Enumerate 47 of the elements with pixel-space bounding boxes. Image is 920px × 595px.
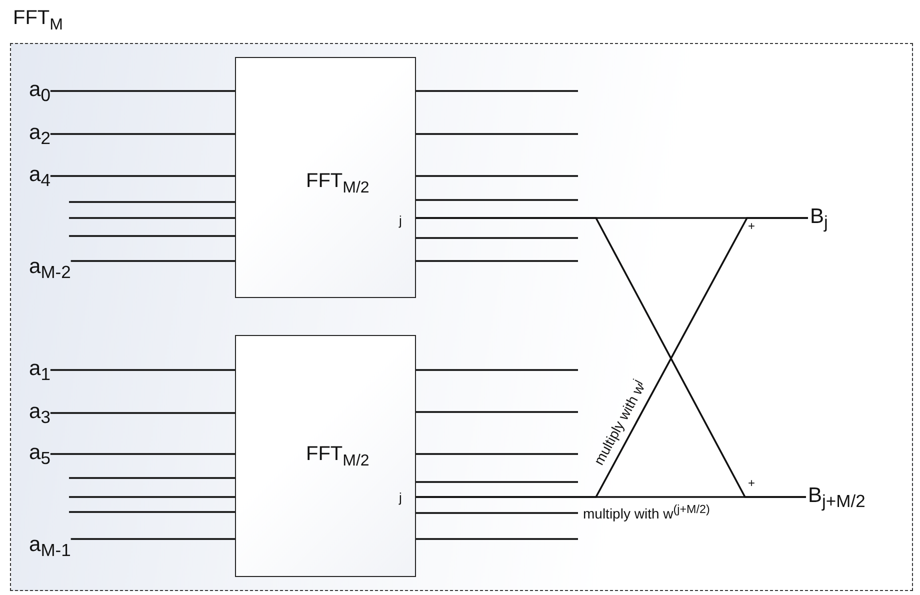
signal-line bbox=[69, 477, 235, 479]
input-label: a$_{3}$ bbox=[29, 401, 50, 427]
output-index: j bbox=[399, 491, 402, 504]
input-label: a$_{M-2}$ bbox=[29, 256, 71, 282]
signal-line bbox=[416, 237, 578, 239]
signal-line bbox=[50, 412, 235, 414]
signal-line bbox=[50, 90, 235, 92]
input-label: a$_{4}$ bbox=[29, 164, 50, 190]
signal-line bbox=[416, 199, 578, 201]
block-title: FFT$_{M/2}$ bbox=[306, 171, 370, 197]
signal-line bbox=[69, 496, 235, 498]
signal-line bbox=[416, 133, 578, 135]
signal-line bbox=[416, 496, 806, 498]
signal-line bbox=[416, 481, 578, 483]
input-label: a$_{5}$ bbox=[29, 442, 50, 468]
signal-line bbox=[69, 235, 235, 237]
signal-line bbox=[416, 175, 578, 177]
input-label: a$_{M-1}$ bbox=[29, 534, 71, 560]
input-label: a$_{2}$ bbox=[29, 122, 50, 148]
signal-line bbox=[50, 453, 235, 455]
signal-line bbox=[69, 201, 235, 203]
block-title: FFT$_{M/2}$ bbox=[306, 444, 370, 470]
fft-block bbox=[235, 57, 416, 298]
signal-line bbox=[70, 260, 235, 262]
signal-line bbox=[416, 260, 578, 262]
output-label: B$_{j+M/2}$ bbox=[808, 485, 866, 511]
signal-line bbox=[416, 411, 578, 413]
signal-line bbox=[69, 217, 235, 219]
fft-block bbox=[235, 335, 416, 577]
input-label: a$_{0}$ bbox=[29, 79, 50, 105]
signal-line bbox=[416, 90, 578, 92]
block-title: FFT$_{M}$ bbox=[13, 8, 63, 34]
signal-line bbox=[416, 512, 578, 514]
signal-line bbox=[416, 369, 578, 371]
signal-line bbox=[70, 538, 235, 540]
signal-line bbox=[416, 538, 578, 540]
signal-line bbox=[50, 133, 235, 135]
sign-label: + bbox=[748, 477, 756, 489]
signal-line bbox=[50, 369, 235, 371]
signal-line bbox=[50, 175, 235, 177]
input-label: a$_{1}$ bbox=[29, 358, 50, 384]
sign-label: + bbox=[748, 220, 756, 232]
output-index: j bbox=[399, 214, 402, 227]
signal-line bbox=[69, 511, 235, 513]
edge-label: multiply with w$^{(j+M/2)}$ bbox=[583, 504, 710, 521]
output-label: B$_{j}$ bbox=[810, 206, 828, 232]
signal-line bbox=[416, 453, 578, 455]
